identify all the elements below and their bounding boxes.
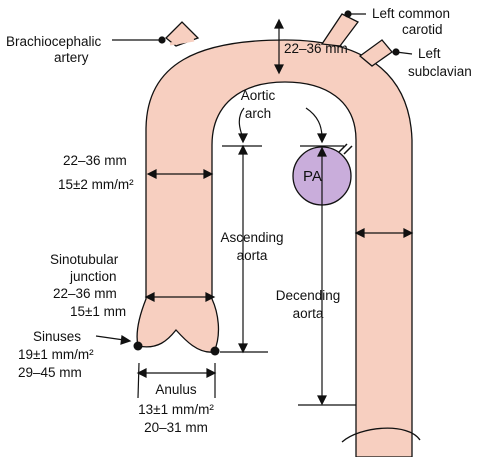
- descending-lower-curve: [341, 427, 421, 443]
- descending-aorta-label-2: aorta: [293, 306, 324, 321]
- sinotubular-label-2: junction: [69, 269, 117, 284]
- aortic-arch-label-1: Aortic: [241, 88, 276, 103]
- left-common-carotid-label-1: Left common: [372, 6, 450, 21]
- anulus-label-3: 20–31 mm: [144, 420, 208, 435]
- ascending-aorta-label-2: aorta: [237, 248, 268, 263]
- sinus-left-dot: [133, 341, 143, 351]
- ascending-width-label-1: 22–36 mm: [63, 153, 127, 168]
- aortic-arch-label-2: arch: [245, 106, 271, 121]
- anulus-label-1: Anulus: [155, 382, 197, 397]
- sinotubular-label-4: 15±1 mm: [70, 304, 126, 319]
- sinuses-label-3: 29–45 mm: [18, 365, 82, 380]
- left-subclavian-label-2: subclavian: [408, 64, 472, 79]
- pa-label: PA: [303, 168, 322, 185]
- aorta-shape: [136, 39, 413, 457]
- left-subclavian-branch: [358, 39, 393, 67]
- ascending-aorta-label-1: Ascending: [220, 230, 283, 245]
- left-subclavian-label-1: Left: [418, 46, 441, 61]
- descending-aorta-label-1: Decending: [276, 288, 341, 303]
- brachiocephalic-label-1: Brachiocephalic: [6, 34, 102, 49]
- brachiocephalic-label-2: artery: [54, 50, 89, 65]
- left-common-carotid-branch: [320, 13, 359, 47]
- sinotubular-label-1: Sinotubular: [50, 252, 119, 267]
- ascending-width-label-2: 15±2 mm/m²: [58, 177, 134, 192]
- sinuses-label-1: Sinuses: [33, 329, 81, 344]
- sinus-right-dot: [210, 346, 220, 356]
- sinuses-label-2: 19±1 mm/m²: [18, 347, 94, 362]
- sinotubular-label-3: 22–36 mm: [53, 286, 117, 301]
- left-common-carotid-label-2: carotid: [402, 22, 443, 37]
- arch-width-label: 22–36 mm: [284, 41, 348, 56]
- anulus-label-2: 13±1 mm/m²: [138, 402, 214, 417]
